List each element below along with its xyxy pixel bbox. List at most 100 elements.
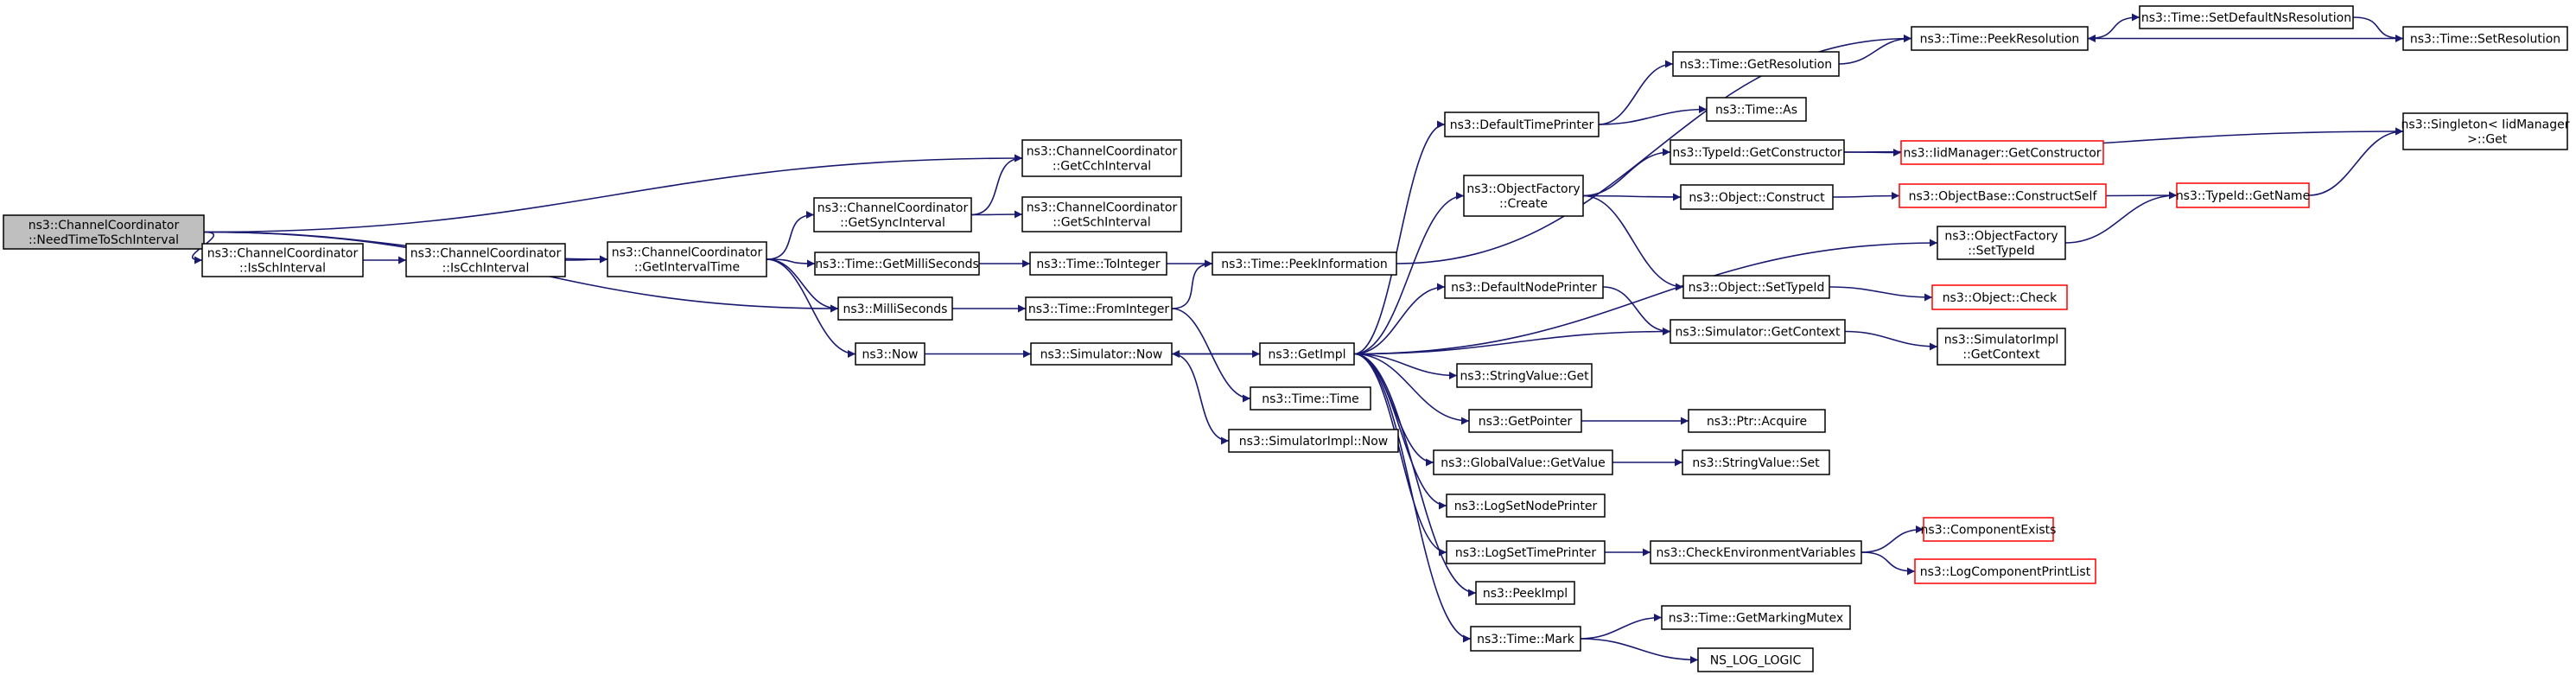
edge-n16-to-n25 [1353,353,1477,597]
node-ns3-channelcoordinator-getschinterval[interactable]: ns3::ChannelCoordinator::GetSchInterval [1021,196,1182,232]
node-box [1463,175,1584,217]
node-ns3-time-setresolution[interactable]: ns3::Time::SetResolution [2402,26,2568,51]
node-box [405,243,566,277]
node-label-line: ns3::ObjectFactory [1944,230,2058,244]
node-box [814,252,980,276]
node-ns3-time-getmilliseconds[interactable]: ns3::Time::GetMilliSeconds [814,252,980,276]
node-label-line: ns3::Object::Check [1943,291,2058,305]
node-label-line: ns3::Singleton< IidManager [2401,118,2570,132]
node-ns3-iidmanager-getconstructor[interactable]: ns3::IidManager::GetConstructor [1900,140,2104,165]
node-ns3-channelcoordinator-getcchinterval[interactable]: ns3::ChannelCoordinator::GetCchInterval [1021,139,1182,177]
node-ns3-objectbase-constructself[interactable]: ns3::ObjectBase::ConstructSelf [1899,183,2107,208]
node-label-line: ::GetIntervalTime [634,261,740,275]
node-ns3-logsettimeprinter[interactable]: ns3::LogSetTimePrinter [1446,540,1606,564]
node-label-line: ns3::ObjectFactory [1466,182,1580,196]
node-box [2176,182,2310,208]
node-ns3-stringvalue-get[interactable]: ns3::StringValue::Get [1456,363,1593,388]
node-box [1914,558,2096,584]
edge-n41-to-n48 [2064,191,2178,244]
node-ns3-simulatorimpl-getcontext[interactable]: ns3::SimulatorImpl::GetContext [1937,328,2066,366]
node-ns3-getpointer[interactable]: ns3::GetPointer [1468,409,1582,433]
node-ns3-milliseconds[interactable]: ns3::MilliSeconds [837,296,953,321]
node-ns3-simulator-getcontext[interactable]: ns3::Simulator::GetContext [1670,319,1846,344]
node-ns3-stringvalue-set[interactable]: ns3::StringValue::Set [1682,449,1830,475]
node-box [1911,26,2089,51]
node-label-line: ::GetSyncInterval [840,216,945,230]
node-ns-log-logic[interactable]: NS_LOG_LOGIC [1697,647,1814,672]
node-ns3-time-peekresolution[interactable]: ns3::Time::PeekResolution [1911,26,2089,51]
node-label-line: ns3::ObjectBase::ConstructSelf [1909,190,2098,204]
node-ns3-time-frominteger[interactable]: ns3::Time::FromInteger [1025,296,1173,321]
node-label-line: ns3::ComponentExists [1921,524,2057,538]
node-label-line: ns3::Time::PeekInformation [1221,258,1388,271]
node-ns3-time-as[interactable]: ns3::Time::As [1706,97,1807,122]
node-box [1446,494,1606,518]
node-ns3-time-getresolution[interactable]: ns3::Time::GetResolution [1672,51,1840,77]
node-ns3-defaultnodeprinter[interactable]: ns3::DefaultNodePrinter [1444,275,1604,299]
edge-n16-to-n19 [1353,283,1446,355]
node-ns3-channelcoordinator-iscchinterval[interactable]: ns3::ChannelCoordinator::IsCchInterval [405,243,566,277]
edge-n18-to-n30 [1582,193,1682,201]
edge-n26-to-n36 [1580,614,1663,640]
node-ns3-componentexists[interactable]: ns3::ComponentExists [1921,517,2057,542]
node-box [837,296,953,321]
node-ns3-channelcoordinator-needtimetoschinterval[interactable]: ns3::ChannelCoordinator::NeedTimeToSchIn… [3,214,205,250]
node-ns3-typeid-getname[interactable]: ns3::TypeId::GetName [2176,182,2310,208]
node-ns3-channelcoordinator-getintervaltime[interactable]: ns3::ChannelCoordinator::GetIntervalTime [607,241,767,277]
node-ns3-logsetnodeprinter[interactable]: ns3::LogSetNodePrinter [1446,494,1606,518]
node-ns3-getimpl[interactable]: ns3::GetImpl [1259,342,1355,366]
node-box [1021,196,1182,232]
node-box [2402,26,2568,51]
node-ns3-globalvalue-getvalue[interactable]: ns3::GlobalValue::GetValue [1433,449,1613,475]
node-label-line: ns3::Object::Construct [1689,191,1825,205]
edge-n5-to-n6 [970,210,1023,219]
node-label-line: ns3::Time::FromInteger [1028,302,1169,316]
node-label-line: ns3::StringValue::Get [1460,370,1589,384]
node-ns3-object-settypeid[interactable]: ns3::Object::SetTypeId [1682,275,1830,299]
node-ns3-simulator-now[interactable]: ns3::Simulator::Now [1030,342,1173,366]
edge-n11-to-n13 [1171,259,1213,309]
node-label-line: ns3::Time::GetMilliSeconds [815,258,979,271]
node-ns3-time-tointeger[interactable]: ns3::Time::ToInteger [1029,252,1167,276]
edge-n16-to-n18 [1353,192,1465,355]
edge-n16-to-n41 [1353,239,1938,355]
node-ns3-time-setdefaultnsresolution[interactable]: ns3::Time::SetDefaultNsResolution [2139,5,2354,29]
edge-n16-to-n21 [1353,353,1470,425]
node-box [1682,275,1830,299]
node-ns3-objectfactory-create[interactable]: ns3::ObjectFactory::Create [1463,175,1584,217]
node-ns3-time-mark[interactable]: ns3::Time::Mark [1470,626,1581,652]
node-ns3-singleton-iidmanager-get[interactable]: ns3::Singleton< IidManager >::Get [2401,112,2570,150]
node-label-line: ns3::GlobalValue::GetValue [1441,456,1605,470]
node-label-line: ::GetContext [1962,348,2040,362]
node-ns3-object-check[interactable]: ns3::Object::Check [1931,284,2068,310]
node-box [1900,140,2104,165]
node-box [1228,429,1399,453]
node-ns3-channelcoordinator-isschinterval[interactable]: ns3::ChannelCoordinator::IsSchInterval [201,243,364,277]
node-label-line: ns3::ChannelCoordinator [612,246,763,260]
node-label-line: ns3::GetPointer [1479,415,1573,429]
node-ns3-now[interactable]: ns3::Now [855,342,925,366]
edge-n3-to-n7 [766,258,816,268]
node-box [1444,111,1600,137]
node-ns3-logcomponentprintlist[interactable]: ns3::LogComponentPrintList [1914,558,2096,584]
node-ns3-object-construct[interactable]: ns3::Object::Construct [1680,184,1834,210]
node-box [1661,605,1851,630]
node-ns3-objectfactory-settypeid[interactable]: ns3::ObjectFactory::SetTypeId [1937,226,2066,260]
node-ns3-time-peekinformation[interactable]: ns3::Time::PeekInformation [1212,252,1397,276]
node-ns3-channelcoordinator-getsyncinterval[interactable]: ns3::ChannelCoordinator::GetSyncInterval [813,197,972,232]
node-ns3-typeid-getconstructor[interactable]: ns3::TypeId::GetConstructor [1670,139,1845,165]
node-ns3-time-time[interactable]: ns3::Time::Time [1250,386,1371,411]
node-label-line: ns3::ChannelCoordinator [410,247,562,261]
node-ns3-time-getmarkingmutex[interactable]: ns3::Time::GetMarkingMutex [1661,605,1851,630]
node-ns3-peekimpl[interactable]: ns3::PeekImpl [1475,581,1575,605]
node-ns3-simulatorimpl-now[interactable]: ns3::SimulatorImpl::Now [1228,429,1399,453]
node-box [1475,581,1575,605]
node-ns3-ptr-acquire[interactable]: ns3::Ptr::Acquire [1688,409,1826,433]
node-box [1444,275,1604,299]
node-label-line: ns3::LogComponentPrintList [1920,565,2091,579]
node-ns3-defaulttimeprinter[interactable]: ns3::DefaultTimePrinter [1444,111,1600,137]
edge-layer [192,13,2404,664]
node-ns3-checkenvironmentvariables[interactable]: ns3::CheckEnvironmentVariables [1650,540,1862,564]
node-label-line: ns3::ChannelCoordinator [817,201,969,215]
node-label-line: ns3::SimulatorImpl [1944,334,2059,347]
